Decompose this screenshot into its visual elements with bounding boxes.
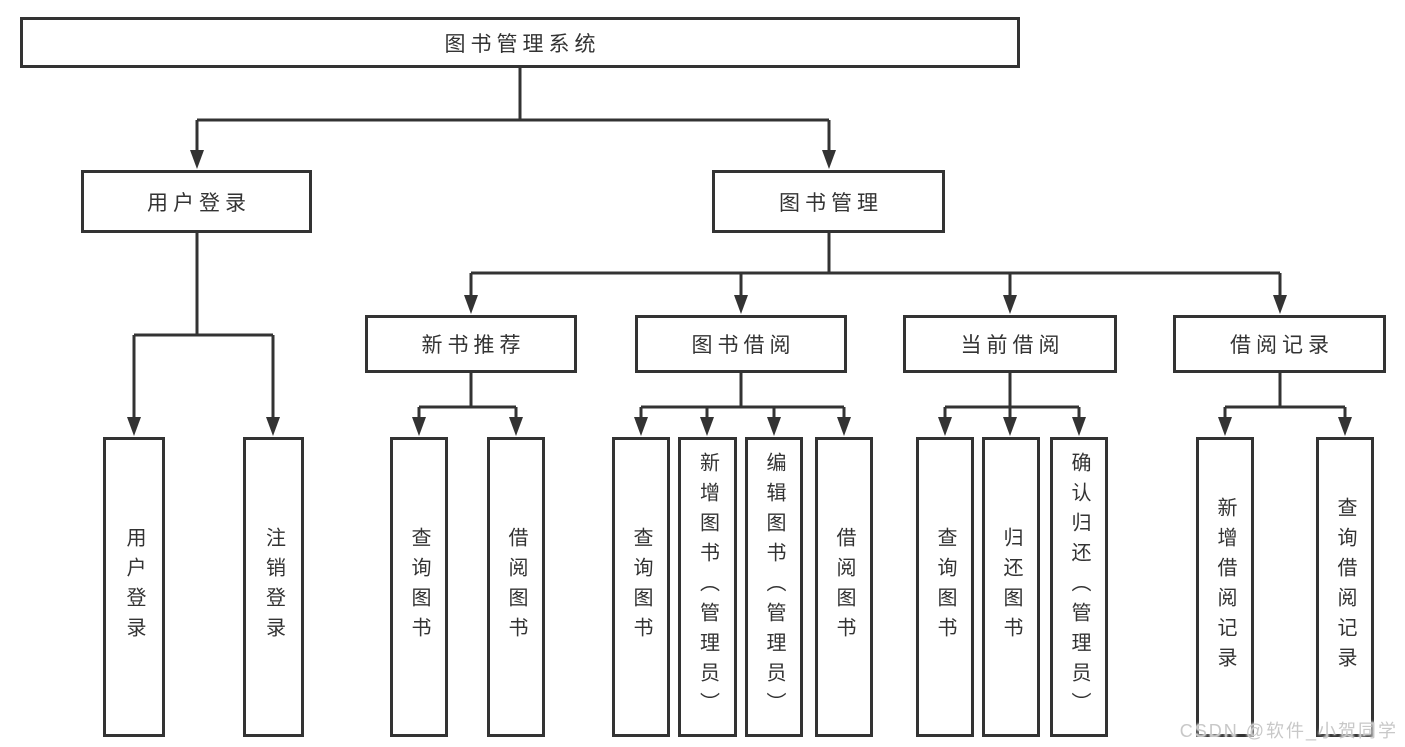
node-leaf-cb-query-books: 查询图书: [916, 437, 974, 737]
node-leaf-user-login-label: 用户登录: [123, 527, 145, 647]
node-leaf-bb-add-books-admin-label: 新增图书（管理员）: [696, 452, 719, 722]
node-leaf-bb-borrow-books-label: 借阅图书: [833, 527, 855, 647]
node-leaf-nb-query-books-label: 查询图书: [408, 527, 430, 647]
node-current-borrow: 当前借阅: [903, 315, 1117, 373]
node-leaf-logout: 注销登录: [243, 437, 304, 737]
node-borrow-records: 借阅记录: [1173, 315, 1386, 373]
node-leaf-nb-query-books: 查询图书: [390, 437, 448, 737]
node-user-login: 用户登录: [81, 170, 312, 233]
node-root: 图书管理系统: [20, 17, 1020, 68]
node-new-book-recommend: 新书推荐: [365, 315, 577, 373]
node-leaf-bb-query-books-label: 查询图书: [630, 527, 652, 647]
node-leaf-br-add-record: 新增借阅记录: [1196, 437, 1254, 737]
node-book-borrow: 图书借阅: [635, 315, 847, 373]
node-leaf-nb-borrow-books: 借阅图书: [487, 437, 545, 737]
watermark: CSDN @软件_小贺同学: [1179, 721, 1398, 741]
node-leaf-cb-return-books: 归还图书: [982, 437, 1040, 737]
node-leaf-cb-confirm-return-admin: 确认归还（管理员）: [1050, 437, 1108, 737]
node-leaf-nb-borrow-books-label: 借阅图书: [505, 527, 527, 647]
node-leaf-logout-label: 注销登录: [262, 527, 285, 647]
node-leaf-br-query-record-label: 查询借阅记录: [1334, 497, 1356, 677]
node-leaf-bb-borrow-books: 借阅图书: [815, 437, 873, 737]
node-leaf-bb-query-books: 查询图书: [612, 437, 670, 737]
node-leaf-cb-return-books-label: 归还图书: [1000, 527, 1022, 647]
node-leaf-bb-edit-books-admin: 编辑图书（管理员）: [745, 437, 803, 737]
node-leaf-bb-edit-books-admin-label: 编辑图书（管理员）: [763, 452, 785, 722]
node-leaf-cb-confirm-return-admin-label: 确认归还（管理员）: [1068, 452, 1090, 722]
node-book-management: 图书管理: [712, 170, 945, 233]
node-leaf-cb-query-books-label: 查询图书: [934, 527, 956, 647]
node-leaf-br-add-record-label: 新增借阅记录: [1214, 497, 1236, 677]
node-leaf-user-login: 用户登录: [103, 437, 165, 737]
node-leaf-br-query-record: 查询借阅记录: [1316, 437, 1374, 737]
node-leaf-bb-add-books-admin: 新增图书（管理员）: [678, 437, 737, 737]
